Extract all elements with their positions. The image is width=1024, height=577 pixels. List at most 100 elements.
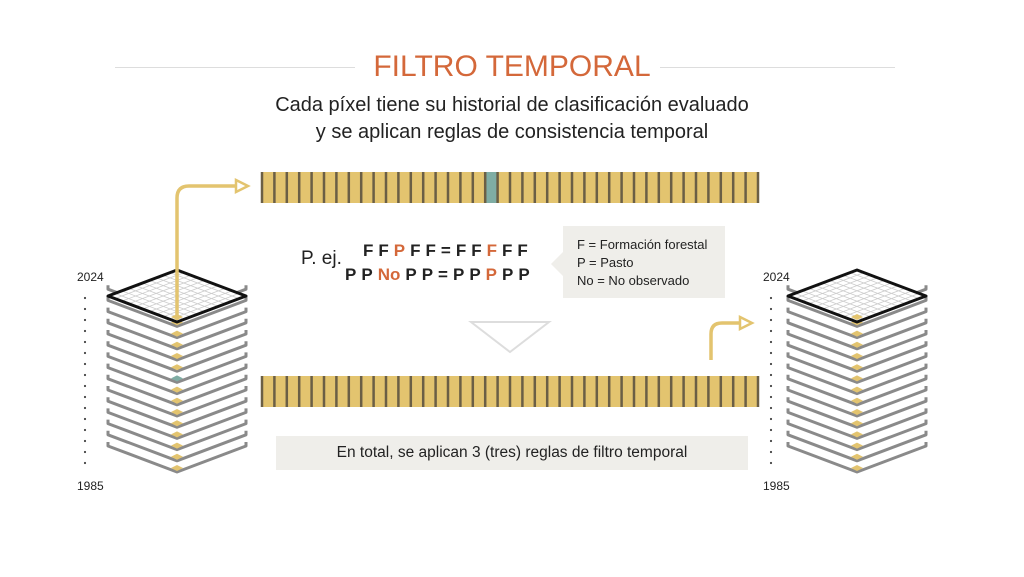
layer-pixel: [171, 330, 183, 337]
example-code: F: [486, 241, 498, 260]
stack-layer: [786, 408, 928, 440]
strip-cell: [547, 376, 560, 407]
strip-cell: [423, 172, 436, 203]
timeline-dot: [769, 329, 773, 333]
example-code: P: [469, 265, 481, 284]
strip-cell: [547, 172, 560, 203]
strip-cell: [336, 376, 349, 407]
strip-cell: [460, 172, 473, 203]
timeline-dot: [769, 296, 773, 300]
stack-layer: [786, 419, 928, 452]
strip-cell: [584, 376, 597, 407]
left-year-top: 2024: [77, 270, 104, 284]
strip-cell: [373, 172, 386, 203]
example-code: =: [438, 265, 448, 284]
stack-layer: [786, 330, 928, 362]
strip-cell: [572, 172, 585, 203]
stack-layer: [786, 307, 928, 340]
example-code: P: [502, 265, 514, 284]
strip-cell: [609, 376, 622, 407]
down-triangle-icon: [468, 321, 552, 354]
left-year-bottom: 1985: [77, 479, 104, 493]
strip-cell: [708, 376, 721, 407]
layer-pixel: [851, 431, 863, 438]
strip-cell: [596, 172, 610, 203]
strip-cell: [621, 376, 634, 407]
timeline-dot: [83, 395, 87, 399]
strip-cell: [522, 172, 535, 203]
example-code: F: [378, 241, 389, 260]
divider-left: [115, 67, 355, 68]
example-code: P: [518, 265, 530, 284]
example-code: P: [485, 265, 498, 284]
total-rules-note: En total, se aplican 3 (tres) reglas de …: [276, 436, 748, 470]
top-pixel: [851, 314, 863, 320]
strip-cell: [274, 376, 287, 407]
strip-cell: [733, 172, 746, 203]
example-code: F: [471, 241, 482, 260]
strip-cell: [522, 376, 535, 407]
strip-cell: [510, 172, 523, 203]
strip-cell: [398, 376, 411, 407]
pixel-grid: [794, 272, 920, 320]
layer-pixel: [851, 341, 863, 348]
strip-cell: [435, 376, 448, 407]
subtitle: Cada píxel tiene su historial de clasifi…: [0, 92, 1024, 146]
example-label: P. ej.: [301, 248, 342, 269]
stack-top-outline: [786, 268, 928, 324]
layer-pixel: [851, 442, 863, 449]
subtitle-line-1: Cada píxel tiene su historial de clasifi…: [275, 94, 749, 116]
strip-cell: [448, 376, 461, 407]
strip-cell: [410, 376, 424, 407]
layer-pixel: [171, 453, 183, 460]
layer-pixel: [851, 453, 863, 460]
strip-cell: [646, 376, 659, 407]
stack-layer: [106, 430, 248, 463]
strip-cell: [274, 172, 287, 203]
strip-cell: [472, 172, 486, 203]
strip-cell: [311, 172, 324, 203]
strip-cell: [361, 376, 374, 407]
strip-cell: [423, 376, 436, 407]
strip-cell: [621, 172, 634, 203]
layer-pixel: [851, 375, 863, 382]
arrow-head-icon: [738, 314, 755, 332]
strip-cell: [324, 376, 337, 407]
stack-layer: [786, 296, 928, 328]
stack-layer: [786, 318, 928, 351]
stack-layer: [106, 397, 248, 429]
strip-cell: [485, 172, 498, 203]
strip-cell: [733, 376, 746, 407]
example-code: F: [517, 241, 528, 260]
stack-layer: [106, 442, 248, 474]
example-code: P: [405, 265, 417, 284]
timeline-dot: [83, 307, 87, 311]
timeline-dot: [83, 351, 87, 355]
example-code: F: [455, 241, 467, 260]
example-code: =: [440, 241, 451, 260]
strip-cell: [497, 376, 510, 407]
stack-layer: [106, 318, 248, 351]
layer-pixel: [851, 420, 863, 427]
strip-cell: [658, 376, 672, 407]
stack-layer: [786, 374, 928, 407]
layer-pixel: [171, 431, 183, 438]
right-year-bottom: 1985: [763, 479, 790, 493]
layer-pixel: [171, 386, 183, 393]
timeline-dot: [83, 461, 87, 465]
strip-cell: [572, 376, 585, 407]
strip-cell: [361, 172, 374, 203]
example-code: P: [452, 265, 465, 284]
layer-pixel: [171, 409, 183, 415]
arrow-to-right-stack: [709, 321, 740, 360]
strip-cell: [708, 172, 721, 203]
timeline-dot: [769, 307, 773, 311]
stack-layer: [106, 296, 248, 328]
layer-pixel: [171, 375, 183, 382]
strip-cell: [311, 376, 324, 407]
strip-cell: [646, 172, 659, 203]
stack-layer: [106, 363, 248, 396]
layer-pixel: [171, 364, 183, 371]
strip-cell: [559, 376, 572, 407]
